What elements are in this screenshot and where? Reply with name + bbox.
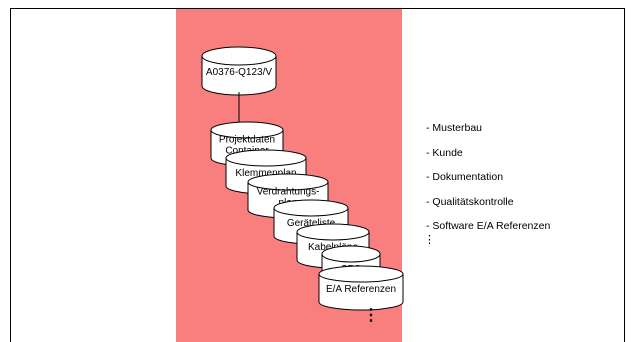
note-item: - Software E/A Referenzen — [426, 220, 551, 232]
root-cylinder: A0376-Q123/V — [201, 46, 277, 96]
root-cylinder: A0376-Q123/V — [201, 46, 277, 96]
document-cylinder-top — [247, 173, 329, 191]
notes-list: - Musterbau - Kunde - Dokumentation - Qu… — [426, 120, 550, 243]
page-frame — [10, 8, 625, 342]
note-item: - Musterbau — [426, 122, 483, 134]
document-cylinder-top — [321, 245, 381, 263]
stack-continuation-marker: ⋮ — [363, 307, 379, 324]
root-cylinder-top — [201, 46, 277, 66]
document-cylinder-label: Klemmenplan — [235, 168, 296, 179]
document-stack: ProjektdatenContainerKlemmenplanVerdraht… — [210, 121, 404, 311]
note-item: - Qualitätskontrolle — [426, 195, 514, 208]
notes-continuation-marker: ⋮ — [424, 234, 435, 246]
document-cylinder-label: Verdrahtungs- — [257, 187, 320, 198]
document-cylinder-label: Geräteliste — [287, 218, 336, 229]
document-cylinder-label: E/A Referenzen — [326, 284, 396, 295]
document-cylinder-label: Projektdaten — [219, 135, 275, 146]
note-item: - Kunde — [426, 146, 463, 159]
document-cylinder-top — [296, 223, 370, 241]
document-cylinder-top — [225, 149, 307, 167]
document-cylinder-body — [318, 274, 404, 311]
note-item: - Dokumentation — [426, 171, 504, 183]
document-cylinder-top — [273, 199, 349, 217]
document-cylinder-top — [318, 265, 404, 283]
document-cylinder: E/A Referenzen — [318, 265, 404, 311]
root-cylinder-label: A0376-Q123/V — [206, 67, 272, 78]
document-cylinder-top — [210, 121, 284, 139]
